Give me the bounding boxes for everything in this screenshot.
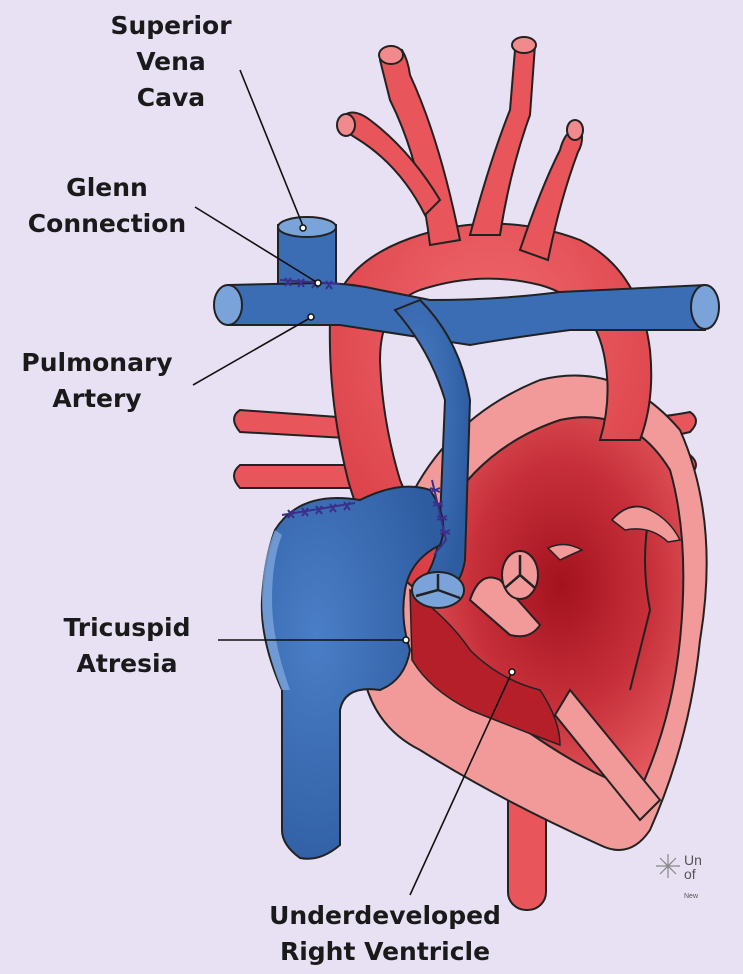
label-glenn-connection: Glenn Connection [12, 170, 202, 242]
pa-leader [193, 318, 310, 385]
pulmonary-artery-right-end [691, 285, 719, 329]
university-logo-icon [656, 854, 680, 878]
label-superior-vena-cava: Superior Vena Cava [96, 8, 246, 116]
label-underdeveloped-right-ventricle: Underdeveloped Right Ventricle [235, 898, 535, 970]
pulmonary-valve [412, 572, 464, 608]
label-pulmonary-artery: Pulmonary Artery [2, 345, 192, 417]
pulmonary-artery-left-end [214, 285, 242, 325]
svc-leader [240, 70, 303, 226]
label-tricuspid-atresia: Tricuspid Atresia [42, 610, 212, 682]
logo-text-line3: New [684, 893, 698, 900]
logo-text-line2: of [684, 866, 696, 882]
